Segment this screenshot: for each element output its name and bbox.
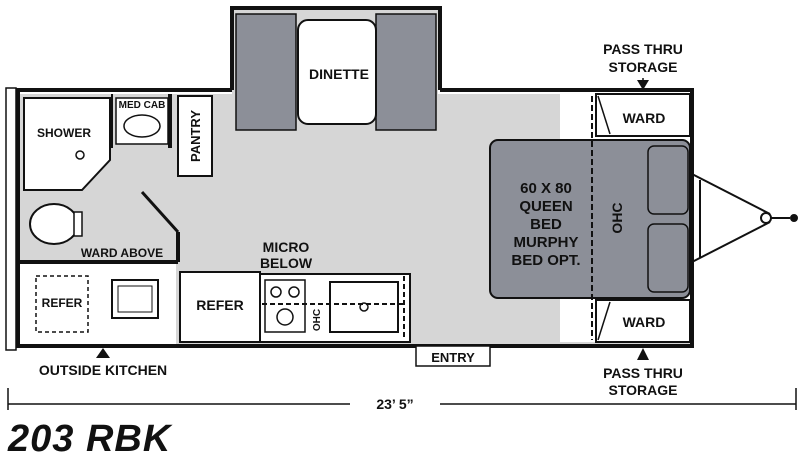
bath-door (140, 190, 180, 234)
pass-thru-top-line1: PASS THRU (603, 41, 683, 57)
bed-line1: 60 X 80 (520, 180, 572, 197)
outside-refer (35, 275, 89, 333)
pass-thru-bottom-arrow (637, 348, 649, 360)
ohc-bed-label: OHC (609, 202, 625, 233)
ohc-kitchen-label: OHC (312, 309, 323, 331)
dinette: DINETTE (235, 13, 437, 131)
dimension-label: 23’ 5” (376, 396, 413, 412)
pass-thru-top-arrow (637, 80, 649, 90)
pillow-top (647, 145, 689, 215)
model-name: 203 RBK (8, 418, 172, 460)
entry-step (415, 345, 491, 367)
bathroom: SHOWER MED CAB WARD ABOVE (18, 94, 180, 264)
med-cab (115, 97, 169, 145)
ward-above-label: WARD ABOVE (81, 246, 163, 260)
med-cab-label: MED CAB (119, 100, 166, 111)
outside-refer-label: REFER (42, 296, 83, 310)
outside-kitchen: REFER (20, 264, 176, 344)
bed-line4: MURPHY (513, 234, 578, 251)
pantry (177, 95, 213, 177)
bed-line5: BED OPT. (511, 252, 580, 269)
ward-top (595, 93, 691, 137)
ward-bottom (595, 299, 691, 343)
bedroom: WARD WARD OHC 60 X 80 QUEEN BED MURPHY B… (489, 93, 691, 343)
dimension-line (7, 388, 797, 410)
dinette-label: DINETTE (309, 66, 369, 82)
bed (489, 139, 691, 299)
bed-line3: BED (530, 216, 562, 233)
stove (264, 279, 306, 333)
entry-label: ENTRY (431, 350, 475, 365)
sink (123, 114, 161, 138)
rear-bumper (5, 87, 17, 351)
outside-kitchen-arrow (96, 348, 110, 358)
micro-below-line1: MICRO (263, 239, 310, 255)
shower-label: SHOWER (37, 126, 91, 140)
refer (179, 271, 261, 343)
pass-thru-top-line2: STORAGE (609, 59, 678, 75)
kitchen-sink (329, 281, 399, 333)
pillow-bottom (647, 223, 689, 293)
shower (23, 97, 111, 191)
galley: REFER OHC MICRO BELOW (179, 239, 411, 343)
outside-kitchen-label: OUTSIDE KITCHEN (39, 362, 167, 378)
toilet (29, 203, 79, 245)
ward-bottom-label: WARD (623, 314, 666, 330)
pass-thru-bottom-line2: STORAGE (609, 382, 678, 398)
refer-label: REFER (196, 297, 243, 313)
bed-line2: QUEEN (519, 198, 572, 215)
ward-top-label: WARD (623, 110, 666, 126)
exterior-walls (16, 6, 694, 348)
micro-below-line2: BELOW (260, 255, 313, 271)
pass-thru-bottom-line1: PASS THRU (603, 365, 683, 381)
tongue-hitch (691, 173, 798, 263)
pantry-label: PANTRY (188, 110, 203, 162)
